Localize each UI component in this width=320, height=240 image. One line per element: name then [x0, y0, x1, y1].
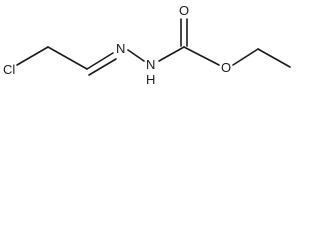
bond-c4-c5	[257, 48, 291, 68]
atom-amine-hydrogen: H	[146, 72, 155, 87]
bond-c2-n1-double-a	[86, 52, 114, 70]
atom-labels: Cl N N H O O	[3, 3, 231, 87]
bond-c1-c2	[47, 46, 88, 70]
atom-ester-oxygen: O	[221, 60, 231, 75]
atom-amine-nitrogen: N	[146, 57, 155, 72]
bond-cl-c1	[16, 46, 49, 66]
bond-c2-n1-double-b	[88, 58, 117, 76]
atom-carbonyl-oxygen: O	[179, 3, 189, 18]
bonds	[16, 18, 291, 76]
bond-n2-c3	[158, 46, 185, 62]
bond-o2-c4	[232, 48, 259, 66]
atom-imine-nitrogen: N	[116, 41, 125, 56]
bond-n1-n2	[127, 49, 145, 62]
chemical-structure: Cl N N H O O	[3, 3, 291, 87]
bond-c3-o2	[183, 46, 220, 66]
atom-chlorine: Cl	[3, 62, 15, 77]
